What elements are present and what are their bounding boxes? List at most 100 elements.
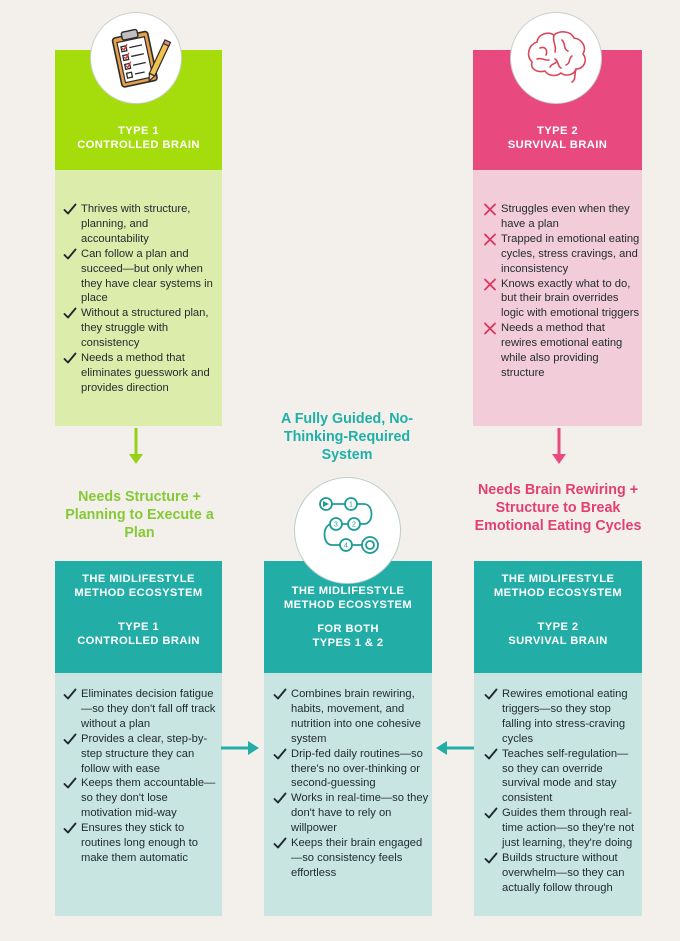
eco-center-body: Combines brain rewiring, habits, movemen… <box>264 673 432 916</box>
left-need-text: Needs Structure + Planning to Execute a … <box>65 489 214 542</box>
eco-right-header: THE MIDLIFESTYLE METHOD ECOSYSTEM TYPE 2… <box>474 561 642 687</box>
type1-card: TYPE 1 CONTROLLED BRAIN Thrives with str… <box>55 50 222 426</box>
down-arrow-left-icon <box>129 428 143 464</box>
list-item-text: Knows exactly what to do, but their brai… <box>501 277 640 320</box>
list-item-text: Can follow a plan and succeed—but only w… <box>81 247 213 305</box>
list-item: Teaches self-regulation—so they can over… <box>484 747 640 807</box>
list-item-text: Guides them through real-time action—so … <box>502 807 635 850</box>
check-icon <box>63 352 77 364</box>
list-item-text: Keeps them accountable—so they don't los… <box>81 777 216 820</box>
list-item: Needs a method that eliminates guesswork… <box>63 351 218 396</box>
eco-center-heading-line2: METHOD ECOSYSTEM <box>283 599 413 611</box>
eco-center-heading-line4: TYPES 1 & 2 <box>312 637 384 649</box>
svg-text:4: 4 <box>344 542 348 549</box>
cross-icon <box>484 322 496 335</box>
list-item: Trapped in emotional eating cycles, stre… <box>483 232 640 277</box>
brain-icon <box>527 30 586 83</box>
list-item-text: Teaches self-regulation—so they can over… <box>502 747 629 805</box>
check-icon <box>63 307 77 319</box>
eco-left-item-list: Eliminates decision fatigue—so they don'… <box>63 687 218 866</box>
svg-text:3: 3 <box>334 521 338 528</box>
list-item-text: Struggles even when they have a plan <box>501 203 630 230</box>
eco-left-body: Eliminates decision fatigue—so they don'… <box>55 673 222 916</box>
cross-icon <box>484 203 496 216</box>
eco-center-item-list: Combines brain rewiring, habits, movemen… <box>273 687 429 881</box>
list-item-text: Needs a method that eliminates guesswork… <box>81 352 210 394</box>
svg-text:1: 1 <box>349 501 353 508</box>
check-icon <box>484 748 498 760</box>
eco-left-heading-line1: THE MIDLIFESTYLE <box>82 573 195 585</box>
check-icon <box>63 822 77 834</box>
eco-left-heading-line2: METHOD ECOSYSTEM <box>74 587 203 599</box>
list-item-text: Thrives with structure, planning, and ac… <box>81 203 191 245</box>
type2-icon-circle <box>510 12 602 104</box>
cross-icon <box>484 233 496 246</box>
list-item: Needs a method that rewires emotional ea… <box>483 321 640 381</box>
svg-text:2: 2 <box>352 521 356 528</box>
check-icon <box>273 792 287 804</box>
check-icon <box>484 852 498 864</box>
eco-right-heading-line4: SURVIVAL BRAIN <box>508 635 608 647</box>
eco-right-item-list: Rewires emotional eating triggers—so the… <box>484 687 640 896</box>
center-icon-circle: 1 2 3 4 <box>294 477 401 584</box>
check-icon <box>63 203 77 215</box>
eco-center-heading-line3: FOR BOTH <box>317 623 379 635</box>
list-item: Guides them through real-time action—so … <box>484 806 640 851</box>
list-item-text: Rewires emotional eating triggers—so the… <box>502 688 628 745</box>
list-item: Works in real-time—so they don't have to… <box>273 791 429 836</box>
eco-left-heading-line4: CONTROLLED BRAIN <box>77 635 200 647</box>
list-item-text: Works in real-time—so they don't have to… <box>291 792 429 835</box>
list-item: Builds structure without overwhelm—so th… <box>484 851 640 896</box>
type1-heading-line1: TYPE 1 <box>118 125 159 137</box>
eco-left-header: THE MIDLIFESTYLE METHOD ECOSYSTEM TYPE 1… <box>55 561 222 687</box>
center-tagline: A Fully Guided, No-Thinking-Required Sys… <box>280 411 414 464</box>
eco-right-card: THE MIDLIFESTYLE METHOD ECOSYSTEM TYPE 2… <box>474 561 642 916</box>
check-icon <box>63 777 77 789</box>
list-item: Provides a clear, step-by-step structure… <box>63 732 218 777</box>
type1-item-list: Thrives with structure, planning, and ac… <box>63 202 218 396</box>
list-item-text: Trapped in emotional eating cycles, stre… <box>501 232 640 275</box>
list-item-text: Eliminates decision fatigue—so they don'… <box>81 688 216 730</box>
list-item: Eliminates decision fatigue—so they don'… <box>63 687 218 732</box>
eco-right-body: Rewires emotional eating triggers—so the… <box>474 673 642 916</box>
check-icon <box>273 688 287 700</box>
list-item-text: Provides a clear, step-by-step structure… <box>81 732 208 775</box>
list-item-text: Builds structure without overwhelm—so th… <box>502 851 625 894</box>
list-item: Without a structured plan, they struggle… <box>63 306 218 351</box>
list-item: Knows exactly what to do, but their brai… <box>483 277 640 322</box>
cross-icon <box>484 278 496 290</box>
list-item: Drip-fed daily routines—so there's no ov… <box>273 747 429 792</box>
eco-left-heading-line3: TYPE 1 <box>118 621 159 633</box>
eco-left-card: THE MIDLIFESTYLE METHOD ECOSYSTEM TYPE 1… <box>55 561 222 916</box>
list-item: Thrives with structure, planning, and ac… <box>63 202 218 247</box>
eco-right-heading-line1: THE MIDLIFESTYLE <box>501 573 615 585</box>
type1-card-body: Thrives with structure, planning, and ac… <box>55 170 222 426</box>
list-item-text: Keeps their brain engaged—so consistency… <box>291 837 423 879</box>
list-item: Can follow a plan and succeed—but only w… <box>63 247 218 307</box>
type2-heading-line2: SURVIVAL BRAIN <box>507 139 608 151</box>
type1-icon-circle <box>90 12 182 104</box>
eco-center-heading-line1: THE MIDLIFESTYLE <box>291 585 405 597</box>
list-item-text: Drip-fed daily routines—so there's no ov… <box>291 747 423 790</box>
list-item: Struggles even when they have a plan <box>483 202 640 232</box>
eco-center-card: THE MIDLIFESTYLE METHOD ECOSYSTEM FOR BO… <box>264 561 432 916</box>
list-item-text: Combines brain rewiring, habits, movemen… <box>291 688 421 745</box>
list-item: Combines brain rewiring, habits, movemen… <box>273 687 429 747</box>
type2-heading-line1: TYPE 2 <box>537 125 578 137</box>
eco-right-heading-line3: TYPE 2 <box>537 621 579 633</box>
clipboard-checklist-icon <box>111 28 171 88</box>
check-icon <box>484 807 498 819</box>
type1-heading-line2: CONTROLLED BRAIN <box>77 139 200 151</box>
list-item: Keeps their brain engaged—so consistency… <box>273 836 429 881</box>
list-item-text: Needs a method that rewires emotional ea… <box>501 322 623 379</box>
list-item: Rewires emotional eating triggers—so the… <box>484 687 640 747</box>
list-item: Keeps them accountable—so they don't los… <box>63 776 218 821</box>
list-item-text: Ensures they stick to routines long enou… <box>81 822 198 864</box>
down-arrow-right-icon <box>552 428 566 464</box>
check-icon <box>63 733 77 745</box>
check-icon <box>273 837 287 849</box>
check-icon <box>63 248 77 260</box>
right-arrow-icon <box>221 741 259 755</box>
